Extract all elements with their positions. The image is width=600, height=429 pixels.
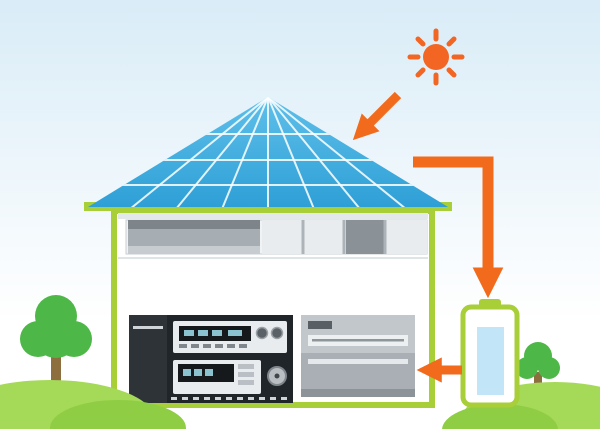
knob-dot xyxy=(274,373,280,379)
tree-foliage xyxy=(516,357,538,379)
tree-foliage xyxy=(538,357,560,379)
upper-button-row xyxy=(179,344,247,348)
hood-top-band xyxy=(128,220,260,229)
sun-rays xyxy=(407,28,465,86)
sun-disc xyxy=(423,44,449,70)
bottom-button-row xyxy=(171,397,287,400)
appliances xyxy=(129,315,415,403)
cabinet-trim xyxy=(133,326,163,329)
lower-screen-segments xyxy=(183,369,213,376)
small-knob xyxy=(255,326,269,340)
range-hood xyxy=(128,220,260,254)
battery-storage xyxy=(460,299,520,408)
dishwasher xyxy=(301,315,415,397)
windows xyxy=(262,220,427,254)
house xyxy=(111,208,435,408)
upper-floor-windows xyxy=(125,219,428,255)
upper-screen-segments xyxy=(184,330,242,336)
dishwasher-control xyxy=(308,321,332,329)
cabinet-body xyxy=(129,315,167,403)
left-tree xyxy=(20,295,92,404)
energy-flow-arrows xyxy=(352,91,504,383)
lower-button-stack xyxy=(238,364,254,385)
arrow-roof-to-battery xyxy=(413,156,504,299)
right-bush-front xyxy=(442,404,558,429)
small-knob xyxy=(270,326,284,340)
left-bush-front xyxy=(50,400,186,429)
battery-charge-level xyxy=(477,327,504,395)
tree-trunk xyxy=(51,348,61,404)
dishwasher-slot-line xyxy=(312,339,404,342)
tree-foliage xyxy=(34,314,78,358)
sun-icon xyxy=(407,28,465,86)
hood-lip xyxy=(128,246,260,254)
arrow-sun-to-roof xyxy=(352,91,402,141)
black-cabinet xyxy=(129,315,167,403)
dark-window-pane xyxy=(346,220,384,254)
black-appliance-unit xyxy=(167,315,293,403)
dishwasher-kickplate xyxy=(301,389,415,397)
under-eave-shadow xyxy=(118,213,428,219)
dishwasher-handle xyxy=(308,359,408,364)
